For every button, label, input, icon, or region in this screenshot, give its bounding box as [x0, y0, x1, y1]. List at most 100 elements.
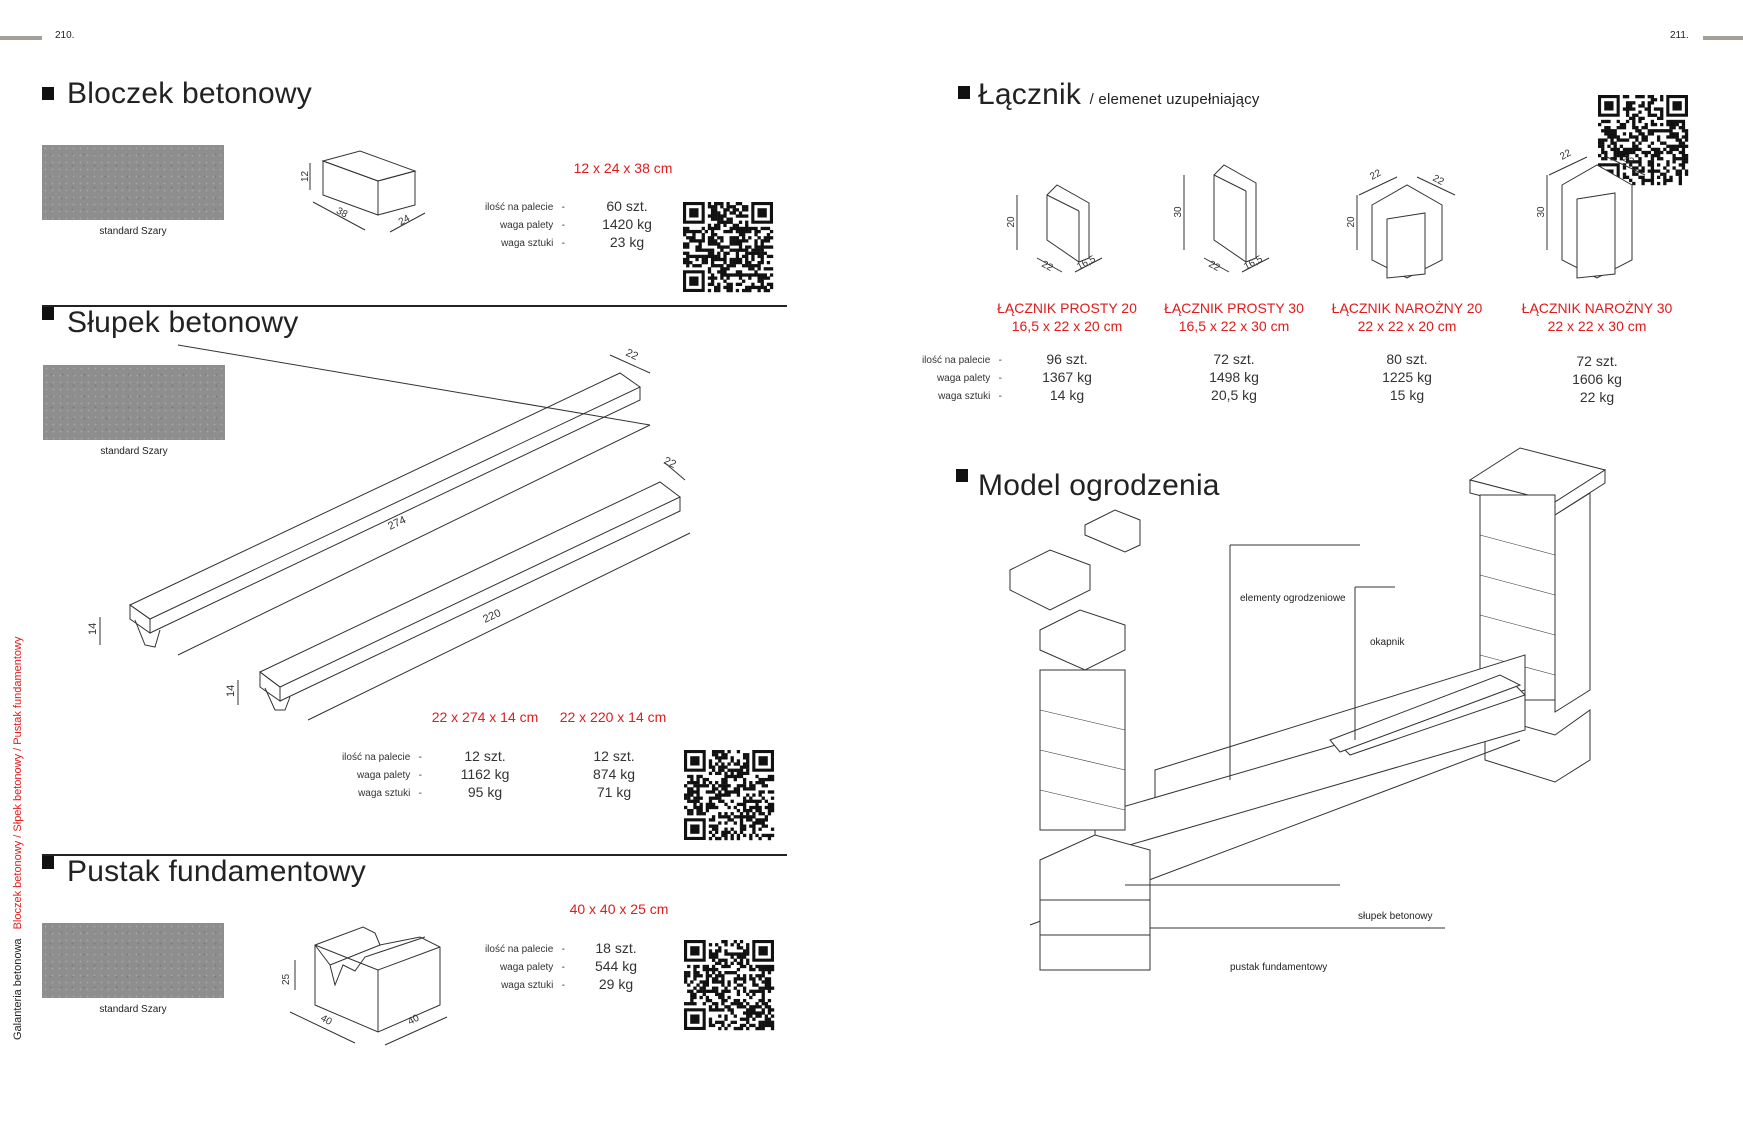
slupek-2-qty: 12 szt. — [593, 748, 635, 764]
label-post: słupek betonowy — [1358, 911, 1433, 922]
lacznik-drawing: 22 22 20 — [1346, 168, 1456, 279]
lacznik-dim: 30 — [1536, 206, 1547, 218]
lacznik-size: 22 x 22 x 30 cm — [1547, 318, 1647, 334]
pustak-drawing: 25 40 40 — [281, 926, 448, 1046]
slupek-1-qty: 12 szt. — [464, 748, 506, 764]
lacznik-dim: 22 — [1207, 259, 1222, 274]
lacznik-pallet: 1498 kg — [1209, 369, 1259, 385]
qr-code[interactable] — [682, 201, 774, 293]
lacznik-drawing: 22 16,5 20 — [1006, 184, 1103, 274]
label-elements: elementy ogrodzeniowe — [1240, 593, 1346, 604]
lacznik-pallet: 1606 kg — [1572, 371, 1622, 387]
pustak-swatch-label: standard Szary — [99, 1004, 167, 1015]
fence-model-drawing — [1009, 447, 1607, 971]
bloczek-piece: 23 kg — [609, 234, 645, 250]
slupek-dim-w2: 22 — [662, 455, 678, 471]
page-number-left: 210. — [55, 30, 75, 41]
lacznik-piece: 22 kg — [1579, 389, 1615, 405]
bloczek-dim-l: 38 — [334, 206, 349, 221]
lacznik-dim: 22 — [1621, 153, 1636, 168]
slupek-swatch-label: standard Szary — [100, 446, 168, 457]
slupek-1-piece: 95 kg — [467, 784, 503, 800]
spec-label-piece: waga sztuki - — [938, 391, 1002, 402]
heading-bullet — [958, 86, 970, 99]
label-foundation: pustak fundamentowy — [1230, 962, 1328, 973]
slupek-1-pallet: 1162 kg — [460, 766, 510, 782]
lacznik-subtitle: / elemenet uzupełniający — [1089, 91, 1260, 108]
lacznik-size: 16,5 x 22 x 20 cm — [1011, 318, 1123, 334]
slupek-drawing: 274 220 22 22 14 14 — [87, 344, 691, 721]
lacznik-name: ŁĄCZNIK NAROŻNY 30 — [1521, 300, 1673, 316]
heading-bullet — [42, 307, 54, 320]
side-label-category: Galanteria betonowa — [12, 938, 24, 1040]
slupek-size-1: 22 x 274 x 14 cm — [431, 709, 539, 725]
bloczek-dim-h: 12 — [300, 170, 311, 182]
pustak-size: 40 x 40 x 25 cm — [569, 901, 669, 917]
page-bar-left — [0, 36, 42, 40]
lacznik-qty: 72 szt. — [1576, 353, 1618, 369]
lacznik-dim: 22 — [1431, 173, 1446, 188]
spec-label-qty: ilość na palecie - — [341, 752, 422, 763]
pustak-color-swatch — [42, 923, 224, 998]
pustak-piece: 29 kg — [598, 976, 634, 992]
lacznik-qty: 96 szt. — [1046, 351, 1088, 367]
qr-code[interactable] — [683, 749, 775, 841]
lacznik-dim: 22 — [1368, 168, 1383, 183]
lacznik-size: 22 x 22 x 20 cm — [1357, 318, 1457, 334]
bloczek-swatch-label: standard Szary — [99, 226, 167, 237]
spec-label-piece: waga sztuki - — [501, 238, 565, 249]
spec-label-pallet: waga palety - — [499, 220, 565, 231]
pustak-dim-w: 40 — [406, 1013, 421, 1028]
lacznik-piece: 20,5 kg — [1211, 387, 1257, 403]
page-number-right: 211. — [1670, 30, 1689, 41]
pustak-title: Pustak fundamentowy — [67, 855, 366, 888]
lacznik-pallet: 1367 kg — [1042, 369, 1092, 385]
spec-label-piece: waga sztuki - — [358, 788, 422, 799]
heading-bullet — [956, 469, 968, 482]
spec-label-pallet: waga palety - — [499, 962, 565, 973]
slupek-color-swatch — [43, 365, 225, 440]
label-cap: okapnik — [1370, 637, 1405, 648]
spec-label-piece: waga sztuki - — [501, 980, 565, 991]
slupek-2-pallet: 874 kg — [592, 766, 636, 782]
lacznik-dim: 22 — [1558, 148, 1573, 163]
lacznik-name: ŁĄCZNIK PROSTY 20 — [997, 300, 1137, 316]
spec-label-pallet: waga palety - — [936, 373, 1002, 384]
spec-label-pallet: waga palety - — [356, 770, 422, 781]
pustak-dim-l: 40 — [319, 1013, 334, 1028]
bloczek-size: 12 x 24 x 38 cm — [573, 160, 673, 176]
side-label: Galanteria betonowa Bloczek betonowy / S… — [12, 637, 24, 1040]
side-label-sections: Bloczek betonowy / Słpek betonowy / Pust… — [12, 636, 24, 930]
lacznik-dim: 20 — [1346, 216, 1357, 228]
bloczek-color-swatch — [42, 145, 224, 220]
section-divider — [42, 854, 787, 856]
slupek-2-piece: 71 kg — [596, 784, 632, 800]
lacznik-dim: 30 — [1173, 206, 1184, 218]
lacznik-piece: 15 kg — [1389, 387, 1425, 403]
lacznik-dim: 22 — [1040, 259, 1055, 274]
slupek-dim-l2: 220 — [481, 607, 503, 626]
heading-bullet — [42, 87, 54, 100]
bloczek-qty: 60 szt. — [606, 198, 648, 214]
section-divider — [42, 305, 787, 307]
lacznik-name: ŁĄCZNIK NAROŻNY 20 — [1331, 300, 1483, 316]
qr-code[interactable] — [683, 939, 775, 1031]
bloczek-dim-w: 24 — [397, 213, 412, 228]
heading-bullet — [42, 856, 54, 869]
slupek-dim-h2: 14 — [225, 685, 237, 697]
spec-label-qty: ilość na palecie - — [484, 202, 565, 213]
lacznik-dim: 20 — [1006, 216, 1017, 228]
bloczek-title: Bloczek betonowy — [67, 77, 313, 110]
spec-label-qty: ilość na palecie - — [921, 355, 1002, 366]
page-bar-right — [1703, 36, 1743, 40]
lacznik-qty: 80 szt. — [1386, 351, 1428, 367]
lacznik-name: ŁĄCZNIK PROSTY 30 — [1164, 300, 1304, 316]
bloczek-drawing: 12 38 24 — [300, 150, 426, 233]
lacznik-drawing: 22 22 30 — [1536, 148, 1646, 279]
lacznik-qty: 72 szt. — [1213, 351, 1255, 367]
lacznik-drawing: 22 16,5 30 — [1173, 164, 1270, 274]
model-title: Model ogrodzenia — [978, 469, 1220, 502]
spec-label-qty: ilość na palecie - — [484, 944, 565, 955]
lacznik-piece: 14 kg — [1049, 387, 1085, 403]
lacznik-pallet: 1225 kg — [1382, 369, 1432, 385]
